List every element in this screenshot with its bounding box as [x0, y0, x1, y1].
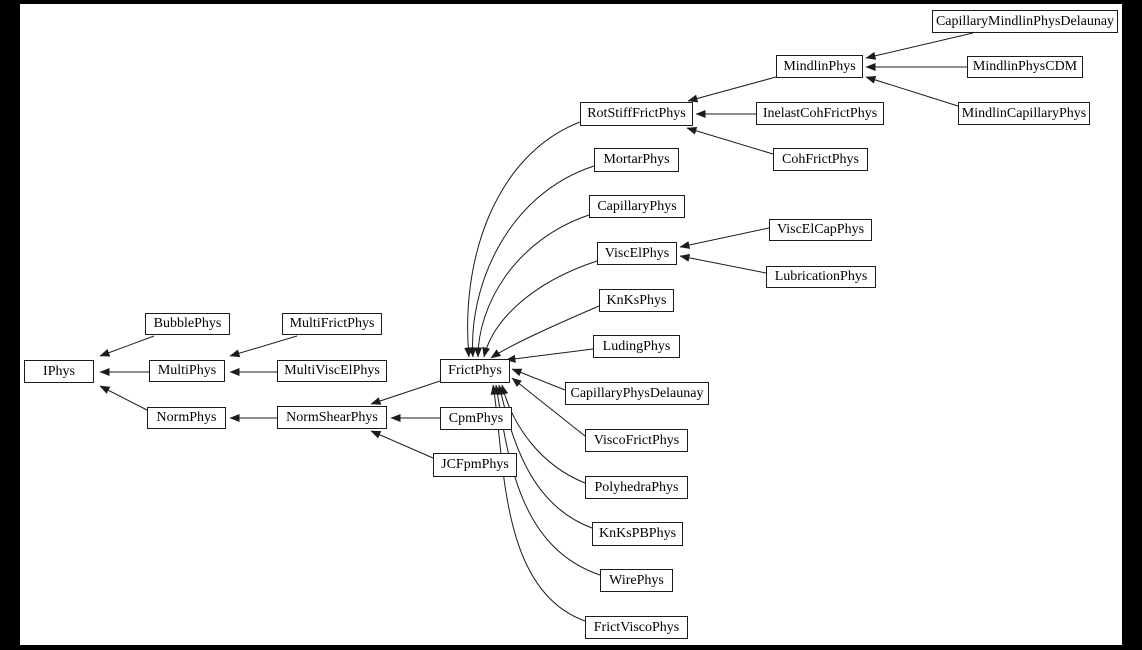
node-FrictPhys[interactable]: FrictPhys: [440, 359, 510, 383]
node-ViscoFrictPhys[interactable]: ViscoFrictPhys: [585, 429, 688, 452]
node-MortarPhys[interactable]: MortarPhys: [594, 148, 679, 172]
node-MultiFrictPhys[interactable]: MultiFrictPhys: [282, 313, 382, 335]
node-IPhys[interactable]: IPhys: [24, 360, 94, 383]
node-FrictViscoPhys[interactable]: FrictViscoPhys: [585, 616, 688, 639]
node-MultiViscElPhys[interactable]: MultiViscElPhys: [277, 360, 387, 382]
node-MindlinPhysCDM[interactable]: MindlinPhysCDM: [967, 56, 1083, 78]
node-ViscElPhys[interactable]: ViscElPhys: [597, 242, 677, 265]
node-MultiPhys[interactable]: MultiPhys: [149, 360, 225, 382]
node-CapillaryMindlinPhysDelaunay[interactable]: CapillaryMindlinPhysDelaunay: [932, 10, 1118, 33]
node-KnKsPBPhys[interactable]: KnKsPBPhys: [592, 522, 683, 546]
node-MindlinCapillaryPhys[interactable]: MindlinCapillaryPhys: [958, 102, 1090, 125]
edge-PolyhedraPhys-to-FrictPhys: [500, 384, 586, 484]
edge-CapillaryMindlinPhysDelaunay-to-MindlinPhys: [865, 32, 974, 60]
edge-MortarPhys-to-FrictPhys: [468, 165, 595, 358]
node-KnKsPhys[interactable]: KnKsPhys: [599, 289, 674, 312]
node-CpmPhys[interactable]: CpmPhys: [440, 407, 512, 430]
edge-MindlinCapillaryPhys-to-MindlinPhys: [865, 76, 959, 107]
edge-ViscoFrictPhys-to-FrictPhys: [511, 377, 586, 437]
node-CapillaryPhysDelaunay[interactable]: CapillaryPhysDelaunay: [565, 382, 709, 405]
node-LudingPhys[interactable]: LudingPhys: [593, 335, 680, 358]
node-MindlinPhys[interactable]: MindlinPhys: [776, 55, 863, 78]
edge-KnKsPBPhys-to-FrictPhys: [497, 384, 593, 529]
node-InelastCohFrictPhys[interactable]: InelastCohFrictPhys: [756, 102, 884, 125]
node-ViscElCapPhys[interactable]: ViscElCapPhys: [769, 219, 872, 241]
edge-FrictPhys-to-NormShearPhys: [370, 380, 441, 405]
node-RotStiffFrictPhys[interactable]: RotStiffFrictPhys: [580, 102, 693, 126]
edge-MultiFrictPhys-to-MultiPhys: [229, 335, 298, 358]
edge-CohFrictPhys-to-RotStiffFrictPhys: [686, 126, 774, 155]
edge-ViscElPhys-to-FrictPhys: [482, 260, 598, 358]
edge-MindlinPhys-to-RotStiffFrictPhys: [687, 76, 777, 103]
edge-BubblePhys-to-IPhys: [99, 335, 155, 357]
node-CohFrictPhys[interactable]: CohFrictPhys: [773, 148, 868, 171]
edge-RotStiffFrictPhys-to-FrictPhys: [464, 121, 581, 358]
node-JCFpmPhys[interactable]: JCFpmPhys: [433, 453, 517, 477]
node-PolyhedraPhys[interactable]: PolyhedraPhys: [585, 476, 688, 499]
edge-CapillaryPhys-to-FrictPhys: [474, 214, 590, 358]
node-CapillaryPhys[interactable]: CapillaryPhys: [589, 195, 685, 218]
node-NormShearPhys[interactable]: NormShearPhys: [277, 406, 387, 429]
node-BubblePhys[interactable]: BubblePhys: [145, 313, 230, 335]
edge-NormPhys-to-IPhys: [99, 385, 148, 411]
node-NormPhys[interactable]: NormPhys: [147, 407, 226, 429]
edge-LudingPhys-to-FrictPhys: [505, 348, 594, 363]
edge-JCFpmPhys-to-NormShearPhys: [370, 430, 434, 459]
edge-LubricationPhys-to-ViscElPhys: [679, 253, 767, 274]
edge-KnKsPhys-to-FrictPhys: [490, 305, 600, 359]
node-LubricationPhys[interactable]: LubricationPhys: [766, 266, 876, 288]
node-WirePhys[interactable]: WirePhys: [600, 569, 673, 592]
edge-CapillaryPhysDelaunay-to-FrictPhys: [511, 368, 566, 391]
edge-ViscElCapPhys-to-ViscElPhys: [679, 227, 770, 249]
